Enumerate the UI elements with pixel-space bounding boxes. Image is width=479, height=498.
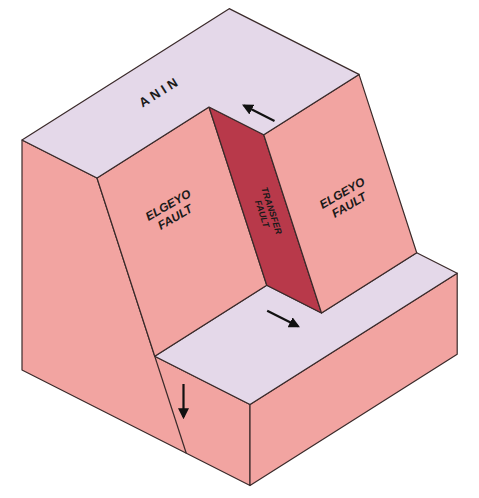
- upper-surface: [22, 9, 359, 178]
- motion-arrow: [182, 384, 184, 417]
- motion-arrow: [244, 106, 275, 121]
- fault-trace: [155, 356, 187, 453]
- motion-arrow: [267, 311, 298, 327]
